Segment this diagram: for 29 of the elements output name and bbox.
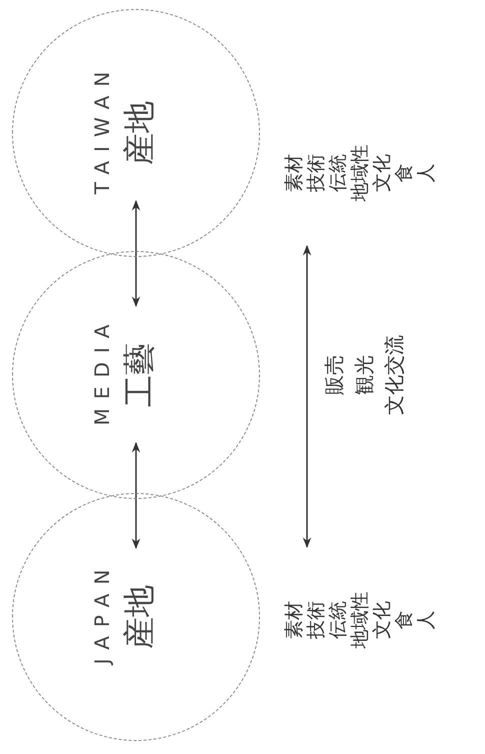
list-item: 伝統: [327, 601, 349, 639]
list-item: 人: [415, 610, 437, 630]
list-item: 食: [393, 610, 415, 630]
circle-heading: 産地: [120, 101, 158, 165]
circle-heading: 工藝: [120, 343, 158, 407]
list-item: 人: [415, 164, 437, 182]
country-name: JAPAN: [90, 560, 114, 668]
circle: [12, 9, 260, 257]
country-name: TAIWAN: [90, 62, 114, 196]
list-item: 文化: [371, 154, 393, 192]
circle-heading: 産地: [120, 585, 158, 649]
arrow: [302, 244, 312, 548]
list-item: 食: [393, 164, 415, 182]
arrow-label: 文化交流: [382, 335, 406, 415]
arrow-label: 観光: [352, 355, 376, 395]
list-item: 地域性: [349, 144, 371, 202]
list-item: 技術: [305, 601, 327, 639]
list-item: 素材: [283, 601, 305, 639]
country-name: MEDIA: [90, 316, 114, 428]
arrow: [132, 442, 140, 550]
arrow: [132, 200, 140, 308]
circle: [12, 493, 260, 741]
list-item: 文化: [371, 601, 393, 639]
list-item: 素材: [283, 154, 305, 192]
list-item: 地域性: [349, 592, 371, 648]
list-item: 伝統: [327, 154, 349, 192]
list-item: 技術: [305, 154, 327, 192]
arrow-label: 販売: [322, 355, 346, 395]
circle: [12, 251, 260, 499]
